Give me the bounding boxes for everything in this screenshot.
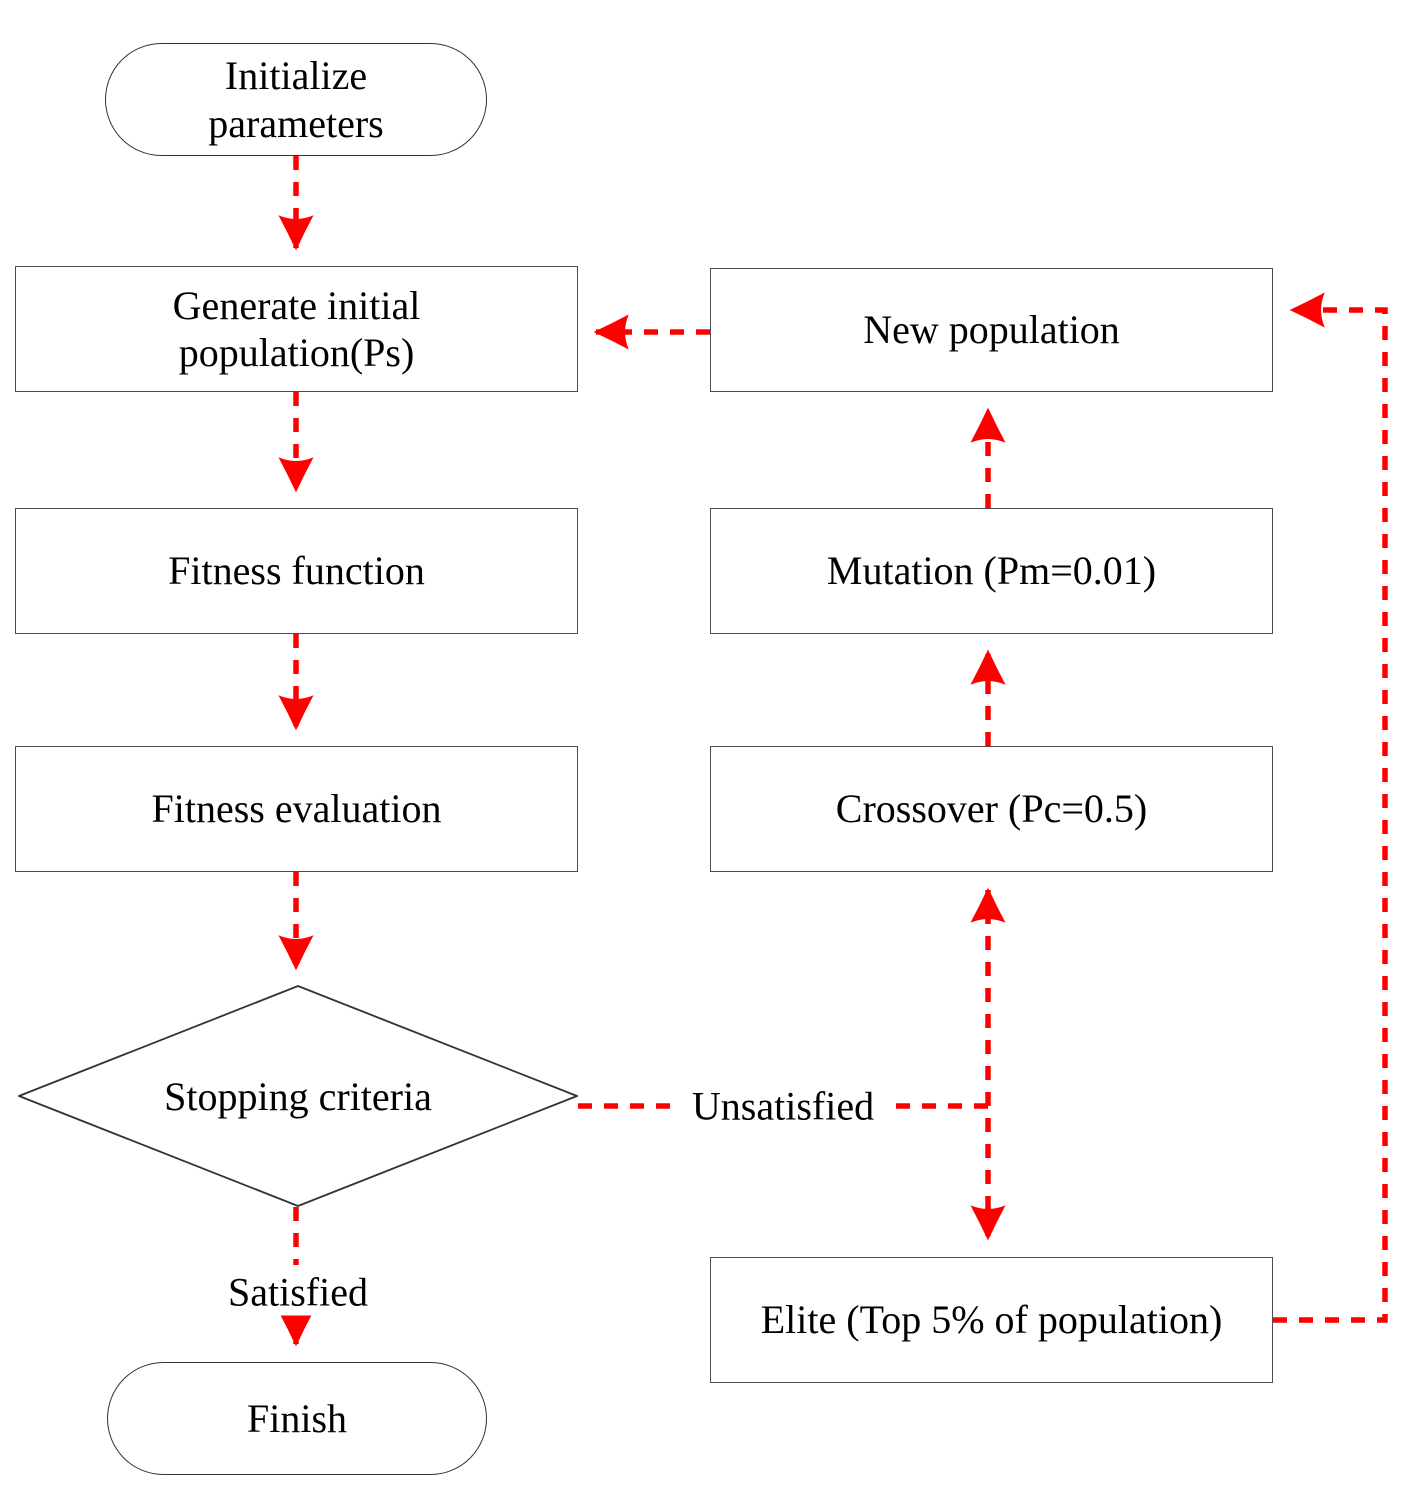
- node-elite[interactable]: Elite (Top 5% of population): [710, 1257, 1273, 1383]
- node-fitness-evaluation-label: Fitness evaluation: [151, 786, 442, 832]
- node-fitness-evaluation[interactable]: Fitness evaluation: [15, 746, 578, 872]
- node-initialize-parameters-label: Initialize parameters: [208, 53, 384, 146]
- node-crossover[interactable]: Crossover (Pc=0.5): [710, 746, 1273, 872]
- node-new-population[interactable]: New population: [710, 268, 1273, 392]
- node-stopping-criteria[interactable]: Stopping criteria: [18, 985, 578, 1207]
- node-generate-initial-population[interactable]: Generate initial population(Ps): [15, 266, 578, 392]
- node-crossover-label: Crossover (Pc=0.5): [835, 786, 1148, 832]
- decision-diamond-shape: [18, 985, 578, 1207]
- node-elite-label: Elite (Top 5% of population): [760, 1297, 1223, 1343]
- edge-label-satisfied: Satisfied: [225, 1268, 371, 1316]
- node-mutation-label: Mutation (Pm=0.01): [826, 548, 1157, 594]
- node-generate-initial-population-label: Generate initial population(Ps): [172, 282, 421, 375]
- node-finish[interactable]: Finish: [107, 1362, 487, 1475]
- edge-label-unsatisfied: Unsatisfied: [688, 1082, 878, 1130]
- node-fitness-function[interactable]: Fitness function: [15, 508, 578, 634]
- node-finish-label: Finish: [246, 1395, 348, 1441]
- node-mutation[interactable]: Mutation (Pm=0.01): [710, 508, 1273, 634]
- edge-unsatisfied-to-elite: [896, 1103, 1006, 1241]
- node-fitness-function-label: Fitness function: [168, 548, 425, 594]
- node-new-population-label: New population: [863, 307, 1120, 353]
- node-initialize-parameters[interactable]: Initialize parameters: [105, 43, 487, 156]
- edge-elite-to-new-population: [1273, 292, 1388, 1323]
- node-stopping-criteria-label: Stopping criteria: [164, 1073, 432, 1119]
